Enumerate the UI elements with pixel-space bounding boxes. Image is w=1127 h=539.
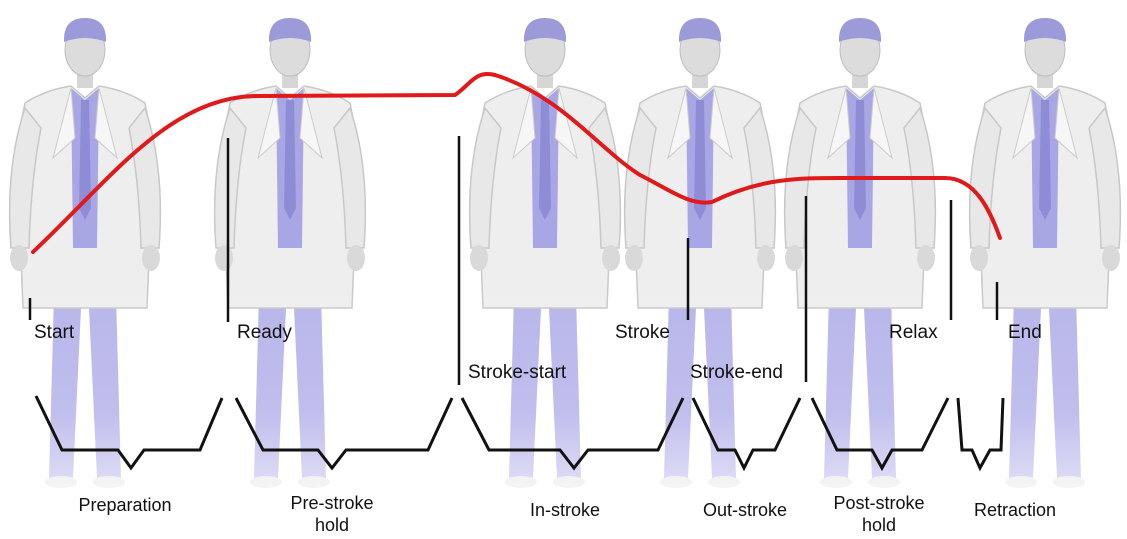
phase-label-pre-stroke-hold: Pre-stroke hold <box>272 492 392 536</box>
phase-label-in-stroke: In-stroke <box>505 499 625 521</box>
marker-label-stroke-start: Stroke-start <box>468 362 566 384</box>
phase-label-out-stroke: Out-stroke <box>683 499 807 521</box>
marker-label-end: End <box>1008 322 1042 344</box>
marker-label-start: Start <box>34 322 74 344</box>
phase-label-post-stroke-hold-line2: hold <box>817 514 941 536</box>
marker-label-relax: Relax <box>889 322 938 344</box>
phase-label-pre-stroke-hold-line2: hold <box>272 514 392 536</box>
marker-label-stroke-end: Stroke-end <box>690 362 783 384</box>
phase-label-retraction: Retraction <box>955 499 1075 521</box>
phase-label-preparation: Preparation <box>55 494 195 516</box>
phase-label-post-stroke-hold: Post-stroke hold <box>817 492 941 536</box>
marker-label-ready: Ready <box>237 322 292 344</box>
marker-label-stroke: Stroke <box>615 322 670 344</box>
phase-label-post-stroke-hold-line1: Post-stroke <box>817 492 941 514</box>
phase-label-pre-stroke-hold-line1: Pre-stroke <box>272 492 392 514</box>
